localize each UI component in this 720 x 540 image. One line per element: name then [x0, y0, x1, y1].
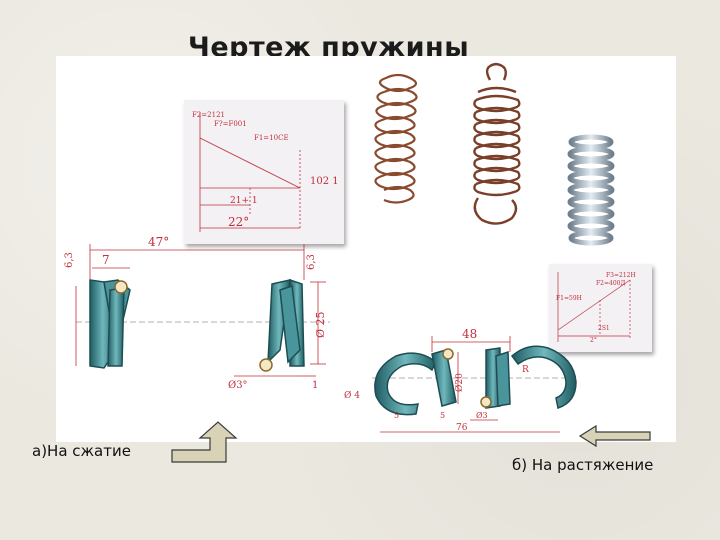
dim-diameter-4: Ø 4: [344, 390, 360, 401]
dim-5-right: 5: [440, 411, 445, 420]
copper-spring-2: [473, 62, 521, 225]
force-diagram-1: [199, 112, 301, 232]
dim-roughness-left: 6,3: [64, 252, 75, 268]
dim-wire-diameter: Ø3°: [228, 380, 248, 391]
dim-pitch-47: 47°: [148, 235, 169, 249]
caption-tension: б) На растяжение: [512, 456, 654, 474]
tension-spring-drawing: [372, 336, 577, 433]
graph1-label-22: 22°: [228, 215, 249, 229]
force-diagram-card-2: [549, 264, 652, 352]
graph2-label-f3: F3=212H: [606, 272, 636, 279]
dim-7: 7: [102, 253, 110, 267]
copper-spring-1: [374, 73, 418, 204]
graph1-label-21: 21+ 1: [230, 196, 258, 206]
dim-5-left: 5: [394, 411, 399, 420]
dim-roughness-right: 6,3: [306, 254, 317, 270]
dim-wire-3: Ø3: [476, 411, 488, 420]
force-diagram-2: [557, 272, 631, 342]
dim-1: 1: [312, 380, 318, 391]
graph1-label-f3: F2=2121: [192, 111, 225, 119]
dim-48: 48: [462, 327, 477, 341]
arrow-left-icon: [578, 424, 651, 448]
arrow-up-right-icon: [171, 421, 238, 463]
compression-spring-drawing: [75, 244, 330, 377]
caption-compression: а)На сжатие: [32, 442, 131, 460]
graph1-label-f2: F?=F001: [214, 120, 247, 128]
dim-diameter-20: Ø20: [454, 373, 465, 392]
graph1-label-f1: F1=10СЕ: [254, 134, 289, 142]
dim-radius: R: [522, 365, 529, 375]
steel-spring: [567, 134, 615, 246]
graph2-label-2deg: 2°: [590, 337, 597, 344]
dim-diameter-25: Ø 25: [314, 311, 327, 338]
graph1-label-102: 102 1: [310, 176, 339, 187]
graph2-label-f1: F1=59H: [556, 295, 582, 302]
force-diagram-card-1: [184, 100, 344, 244]
graph2-label-2s1: 2S1: [598, 325, 610, 332]
dim-76: 76: [456, 423, 468, 433]
graph2-label-f2: F2=400Д: [596, 280, 625, 287]
